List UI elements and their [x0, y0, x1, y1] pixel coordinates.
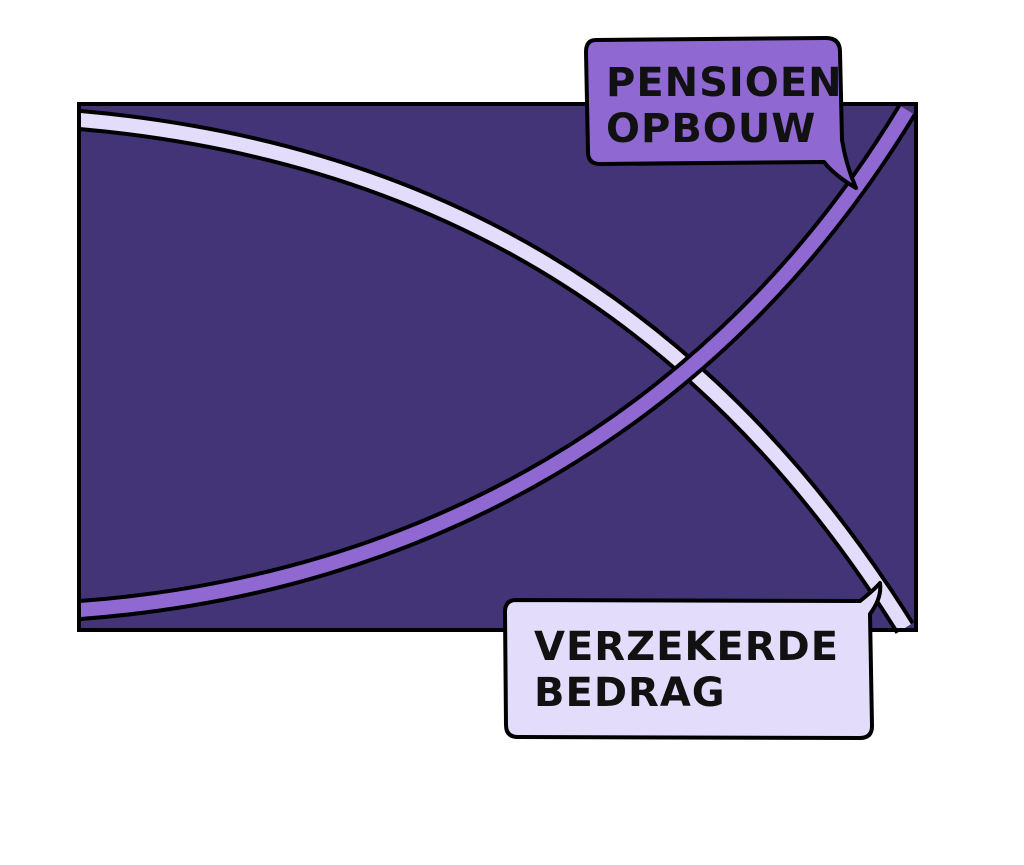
insured-label-callout: VERZEKERDE BEDRAG — [503, 581, 883, 740]
pension-label-line2: OPBOUW — [606, 106, 816, 152]
insured-amount-curve — [79, 109, 915, 634]
diagram-panel-outline — [77, 102, 918, 632]
pension-label-line1: PENSIOEN — [606, 60, 843, 106]
insured-label-line2: BEDRAG — [534, 670, 726, 716]
insured-label-line1: VERZEKERDE — [534, 624, 839, 670]
pension-buildup-curve — [79, 104, 917, 621]
diagram-panel — [77, 102, 918, 632]
pension-label-callout: PENSIOEN OPBOUW — [584, 36, 858, 190]
